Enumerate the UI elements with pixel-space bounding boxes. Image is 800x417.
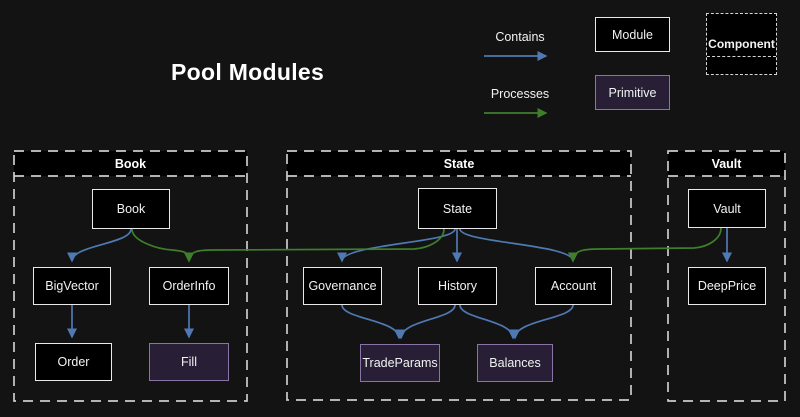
node-history: History [418,267,497,305]
group-book-label: Book [114,156,147,171]
node-vault-node: Vault [688,189,766,228]
legend-contains: Contains [483,30,557,62]
legend-contains-label: Contains [495,30,545,44]
node-fill: Fill [149,343,229,381]
edge-history-balances [459,304,519,340]
group-state-outline [286,150,632,401]
legend-module-node: Module [595,17,670,52]
page-title: Pool Modules [171,59,325,85]
processes-arrow-icon [484,107,548,119]
legend-processes-label: Processes [490,87,550,101]
group-vault-outline [667,150,786,402]
edge-account-balances [509,304,574,340]
group-vault-label: Vault [711,156,742,171]
node-balances: Balances [477,344,553,382]
legend-component-node: Component [706,13,777,75]
legend-primitive-label: Primitive [608,85,657,100]
legend-component-label: Component [707,31,776,57]
node-deepprice: DeepPrice [688,267,766,305]
group-book-outline [13,150,248,402]
group-state-header [287,151,631,176]
contains-arrow-icon [484,50,548,62]
legend-primitive-node: Primitive [595,75,670,110]
group-state-label: State [443,156,475,171]
node-tradeparams: TradeParams [360,344,440,382]
edge-state-node-governance [336,228,456,263]
node-account: Account [535,267,612,305]
edge-vault-node-account [567,227,722,263]
node-bigvector: BigVector [33,267,111,305]
edge-history-tradeparams [395,304,456,340]
group-book-header [14,151,247,176]
legend-module-label: Module [612,27,653,42]
node-order: Order [35,343,112,381]
node-governance: Governance [303,267,382,305]
edge-state-node-account [459,228,579,263]
edge-state-node-orderinfo [183,228,445,263]
group-vault-header [668,151,785,176]
edge-book-node-bigvector [66,228,132,263]
node-orderinfo: OrderInfo [149,267,229,305]
node-book-node: Book [92,189,170,229]
legend-processes: Processes [483,87,557,119]
edge-book-node-orderinfo [131,228,195,263]
edge-governance-tradeparams [341,304,405,340]
node-state-node: State [418,188,497,229]
